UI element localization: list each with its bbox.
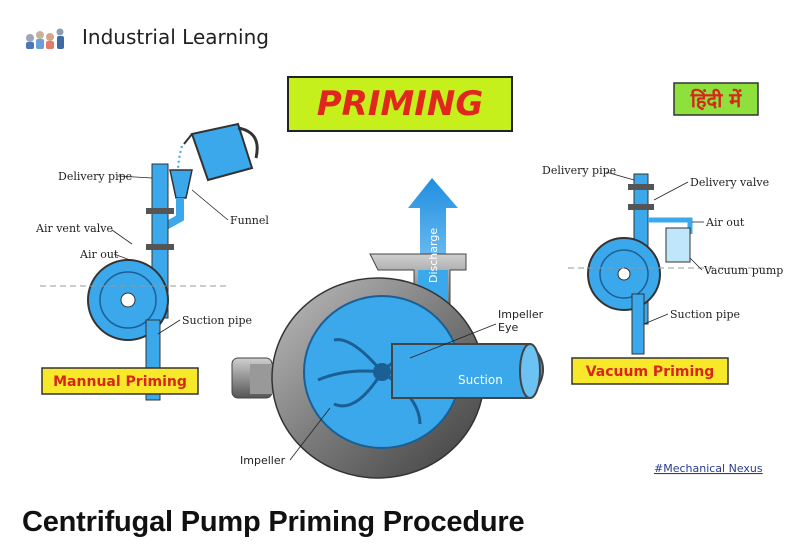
left-label-suction-pipe: Suction pipe: [182, 314, 252, 327]
channel-name[interactable]: Industrial Learning: [82, 25, 269, 49]
hindi-badge-text: हिंदी में: [690, 88, 743, 112]
priming-title-box: PRIMING: [287, 76, 513, 132]
manual-priming-caption-text: Mannual Priming: [53, 374, 187, 390]
left-label-funnel: Funnel: [230, 214, 269, 227]
priming-title: PRIMING: [317, 84, 484, 124]
priming-diagram: PRIMING हिंदी में Delivery pipe Funnel: [35, 76, 783, 479]
right-label-delivery-valve: Delivery valve: [690, 176, 769, 189]
left-label-air-out: Air out: [79, 248, 119, 261]
post-header: Industrial Learning: [0, 0, 800, 68]
hindi-badge: हिंदी में: [673, 82, 759, 116]
pump-cutaway-diagram: Discharge Suction Impeller Eye Impeller: [231, 178, 544, 479]
impeller-eye-label-1: Impeller: [498, 308, 544, 321]
left-label-delivery-pipe: Delivery pipe: [58, 170, 132, 183]
post-title[interactable]: Centrifugal Pump Priming Procedure: [22, 506, 525, 538]
impeller-eye-label-2: Eye: [498, 321, 518, 334]
left-label-air-vent-valve: Air vent valve: [35, 222, 113, 235]
manual-priming-caption: Mannual Priming: [41, 367, 199, 395]
vacuum-priming-caption: Vacuum Priming: [571, 357, 729, 385]
water-jug-icon: [177, 122, 259, 182]
right-label-air-out: Air out: [705, 216, 745, 229]
right-label-delivery-pipe: Delivery pipe: [542, 164, 616, 177]
manual-priming-diagram: Delivery pipe Funnel Air vent valve Air …: [35, 122, 269, 401]
people-illustration-icon[interactable]: [22, 24, 68, 50]
impeller-label: Impeller: [240, 454, 286, 467]
watermark-link[interactable]: #Mechanical Nexus: [654, 462, 763, 475]
discharge-label: Discharge: [427, 228, 440, 283]
right-label-suction-pipe: Suction pipe: [670, 308, 740, 321]
right-label-vacuum-pump: Vacuum pump: [703, 264, 783, 277]
vacuum-priming-caption-text: Vacuum Priming: [586, 364, 715, 380]
suction-label: Suction: [458, 373, 503, 387]
vacuum-priming-diagram: Delivery pipe Delivery valve Air out Vac…: [542, 164, 783, 355]
